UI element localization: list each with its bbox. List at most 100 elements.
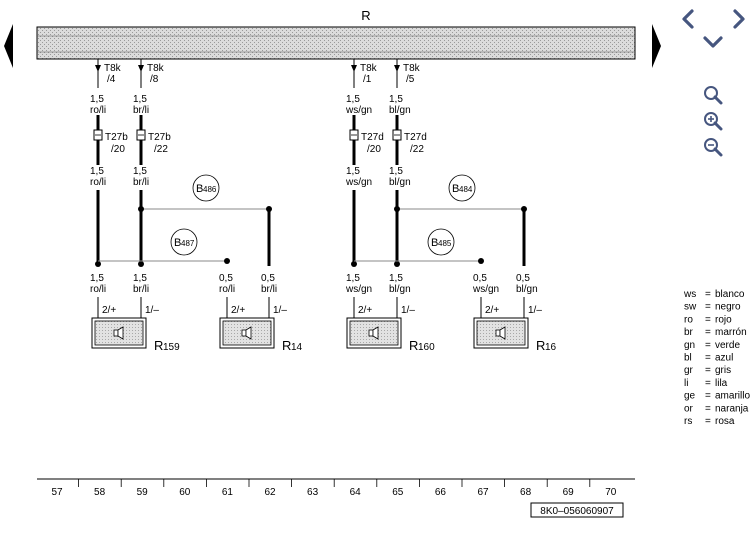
speaker-letter: R xyxy=(409,338,418,353)
speaker-pin-positive: 2/+ xyxy=(358,305,372,316)
speaker-pin-positive: 2/+ xyxy=(102,305,116,316)
speaker-pin-negative: 1/– xyxy=(401,305,415,316)
wire-end-dot xyxy=(394,261,400,267)
wire-mid-color: ws/gn xyxy=(345,177,372,188)
connector-name: T8k xyxy=(403,63,421,74)
connector-name: T8k xyxy=(360,63,378,74)
legend-code: bl xyxy=(684,353,692,364)
splice-dot xyxy=(138,206,144,212)
connector-pin: /4 xyxy=(107,74,116,85)
bus-label: R xyxy=(361,8,370,23)
legend-code: rs xyxy=(684,416,692,427)
legend-separator: = xyxy=(705,416,711,427)
speaker-number: 159 xyxy=(163,342,180,353)
wire-bottom-color: bl/gn xyxy=(516,284,538,295)
wire-bottom-color: ro/li xyxy=(219,284,235,295)
page-next-button[interactable] xyxy=(652,24,661,68)
speaker-cone xyxy=(372,326,379,340)
wire-bottom-color: br/li xyxy=(261,284,277,295)
wire-bottom-size: 0,5 xyxy=(219,273,233,284)
column-number: 70 xyxy=(605,487,617,498)
connector-pin: /5 xyxy=(406,74,415,85)
column-number: 59 xyxy=(137,487,149,498)
wire-bottom-size: 0,5 xyxy=(516,273,530,284)
legend-name: negro xyxy=(715,302,741,313)
page-prev-icon xyxy=(4,24,13,68)
legend-code: gn xyxy=(684,340,695,351)
nav-left-button[interactable] xyxy=(682,9,694,29)
zoom-out-icon xyxy=(704,138,723,157)
zoom-in-button[interactable] xyxy=(704,112,723,131)
wire-mid-size: 1,5 xyxy=(346,166,360,177)
wire-end-dot xyxy=(95,261,101,267)
column-number: 64 xyxy=(350,487,362,498)
inline-connector-pin: /22 xyxy=(410,144,424,155)
speaker-pin-positive: 2/+ xyxy=(231,305,245,316)
speaker-icon xyxy=(113,329,119,337)
inline-connector-name: T27d xyxy=(361,132,384,143)
legend-separator: = xyxy=(705,289,711,300)
column-number: 68 xyxy=(520,487,532,498)
zoom-button[interactable] xyxy=(704,86,723,105)
wire-bottom-size: 1,5 xyxy=(389,273,403,284)
wire-top-color: bl/gn xyxy=(389,105,411,116)
legend-name: rojo xyxy=(715,314,732,325)
legend-separator: = xyxy=(705,365,711,376)
inline-connector-pin: /22 xyxy=(154,144,168,155)
zoom-out-button[interactable] xyxy=(704,138,723,157)
chevron-right-icon xyxy=(733,9,745,29)
zoom-in-icon xyxy=(704,112,723,131)
bus-bar xyxy=(36,26,636,60)
connector-name: T8k xyxy=(147,63,165,74)
wire-mid-color: bl/gn xyxy=(389,177,411,188)
speaker-letter: R xyxy=(154,338,163,353)
column-number: 62 xyxy=(264,487,276,498)
connector-arrow xyxy=(394,65,400,72)
page-prev-button[interactable] xyxy=(4,24,13,68)
connector-name: T8k xyxy=(104,63,122,74)
inline-connector-pin: /20 xyxy=(111,144,125,155)
splice-letter: B xyxy=(452,183,459,195)
legend-name: amarillo xyxy=(715,391,750,402)
legend-code: ro xyxy=(684,314,693,325)
connector-arrow xyxy=(138,65,144,72)
legend-name: gris xyxy=(715,365,731,376)
splice-symbol xyxy=(448,174,476,202)
wire-end-dot xyxy=(351,261,357,267)
wire-bottom-size: 1,5 xyxy=(346,273,360,284)
speaker-letter: R xyxy=(282,338,291,353)
legend-separator: = xyxy=(705,391,711,402)
wire-bottom-size: 1,5 xyxy=(133,273,147,284)
page-next-icon xyxy=(652,24,661,68)
column-number: 61 xyxy=(222,487,234,498)
wire-bottom-size: 1,5 xyxy=(90,273,104,284)
wire-bottom-size: 0,5 xyxy=(261,273,275,284)
speaker-cone xyxy=(499,326,506,340)
splice-number: 485 xyxy=(438,239,452,248)
legend-separator: = xyxy=(705,302,711,313)
nav-down-button[interactable] xyxy=(703,36,723,48)
connector-arrow xyxy=(351,65,357,72)
nav-right-button[interactable] xyxy=(733,9,745,29)
splice-number: 486 xyxy=(203,185,217,194)
inline-connector-name: T27b xyxy=(105,132,128,143)
splice-number: 487 xyxy=(181,239,195,248)
legend-name: rosa xyxy=(715,416,735,427)
speaker-pin-negative: 1/– xyxy=(273,305,287,316)
legend-name: naranja xyxy=(715,403,749,414)
column-number: 69 xyxy=(563,487,575,498)
wire-top-size: 1,5 xyxy=(133,94,147,105)
wire-top-size: 1,5 xyxy=(90,94,104,105)
chevron-left-icon xyxy=(682,9,694,29)
wire-mid-size: 1,5 xyxy=(90,166,104,177)
legend-code: ws xyxy=(683,289,696,300)
inline-connector-name: T27b xyxy=(148,132,171,143)
legend-name: marrón xyxy=(715,327,747,338)
legend-separator: = xyxy=(705,403,711,414)
speaker-cone xyxy=(117,326,124,340)
splice-dot xyxy=(224,258,230,264)
legend-code: gr xyxy=(684,365,694,376)
inline-connector-pin: /20 xyxy=(367,144,381,155)
splice-dot xyxy=(478,258,484,264)
legend-code: li xyxy=(684,378,688,389)
